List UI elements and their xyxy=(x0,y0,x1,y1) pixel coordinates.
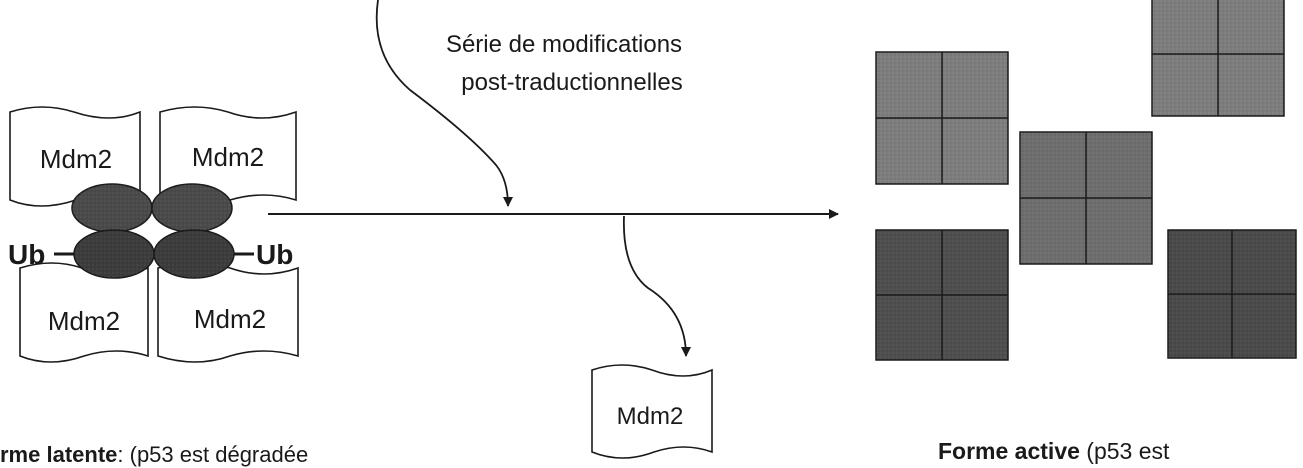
mdm2-label-top-left: Mdm2 xyxy=(40,144,112,174)
ub-label-right: Ub xyxy=(256,239,293,270)
latent-form-caption: rme latente: (p53 est dégradée xyxy=(0,442,308,468)
active-form-caption: Forme active (p53 est xyxy=(938,438,1169,465)
tetramer-1 xyxy=(875,51,1009,185)
oval-texture xyxy=(154,230,234,278)
latent-form-title: rme latente xyxy=(0,442,118,467)
active-tetramers xyxy=(875,0,1297,361)
latent-form-description: : (p53 est dégradée xyxy=(117,442,309,467)
mdm2-label-top-right: Mdm2 xyxy=(192,142,264,172)
oval-texture xyxy=(152,184,232,232)
active-form-title: Forme active xyxy=(938,438,1080,464)
oval-texture xyxy=(72,184,152,232)
mdm2-flag-released xyxy=(591,364,713,459)
annotation-line-1: Série de modifications xyxy=(446,31,682,58)
ub-label-left: Ub xyxy=(8,239,45,270)
mdm2-label-bottom-right: Mdm2 xyxy=(194,304,266,334)
oval-texture xyxy=(74,230,154,278)
mdm2-label-released: Mdm2 xyxy=(617,403,684,430)
mdm2-flag-bottom-left xyxy=(19,262,149,363)
active-form-description: (p53 est xyxy=(1079,438,1170,464)
mdm2-label-bottom-left: Mdm2 xyxy=(48,306,120,336)
modification-arrow xyxy=(375,0,513,207)
tetramer-4 xyxy=(875,229,1009,361)
release-arrow xyxy=(622,215,691,357)
tetramer-3 xyxy=(1019,131,1153,265)
annotation-line-2: post-traductionnelles xyxy=(461,69,682,96)
tetramer-2 xyxy=(1151,0,1285,117)
tetramer-5 xyxy=(1167,229,1297,359)
latent-complex: Mdm2 Mdm2 Mdm2 Mdm2 Ub Ub xyxy=(8,106,299,363)
released-mdm2: Mdm2 xyxy=(591,364,713,459)
